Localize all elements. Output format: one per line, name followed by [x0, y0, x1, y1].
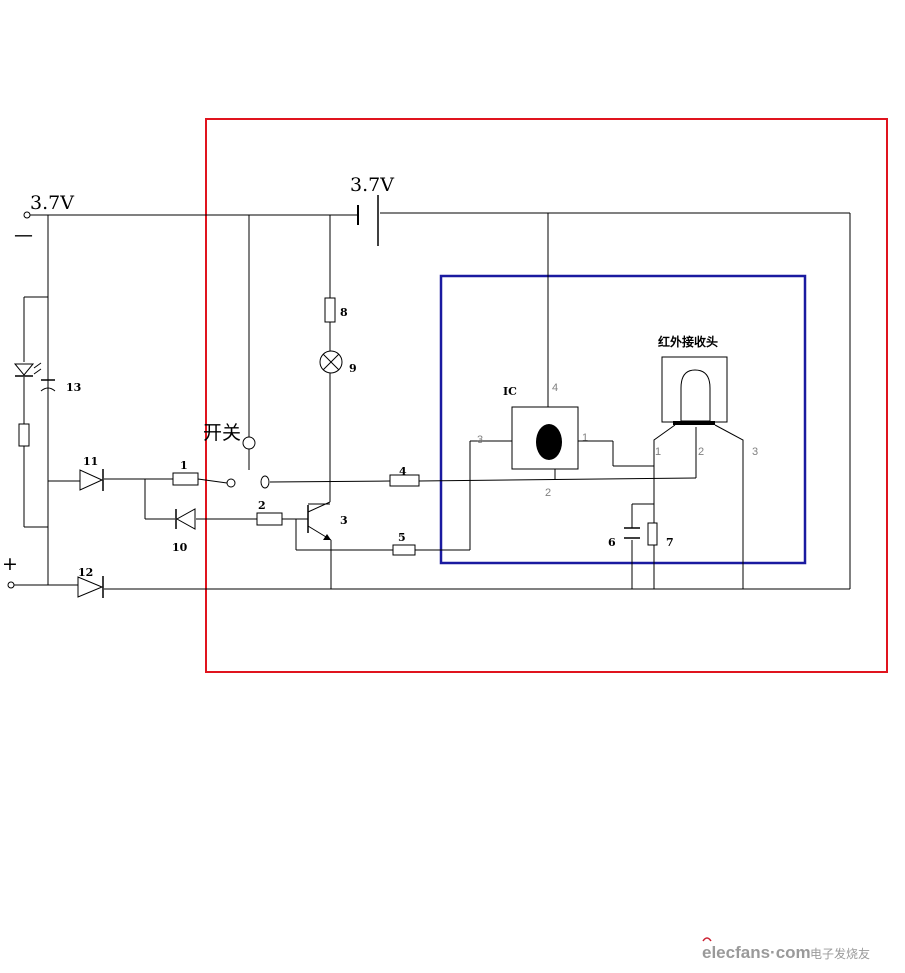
label-diode-11: 11: [83, 455, 98, 468]
minus-sign: —: [14, 224, 33, 246]
label-resistor-4: 4: [399, 465, 407, 478]
diode-11-wire: [48, 478, 228, 519]
ic-chip-blob: [536, 424, 562, 460]
diode-10: [175, 508, 196, 530]
capacitor-6: [624, 527, 640, 539]
label-diode-10: 10: [172, 541, 188, 554]
resistor-7: [647, 522, 658, 546]
resistor-1: [172, 472, 199, 486]
ic-pin-wires: [554, 440, 654, 479]
ic-pin-3: 3: [477, 434, 483, 446]
label-diode-12: 12: [78, 566, 93, 579]
label-resistor-7: 7: [666, 536, 674, 549]
switch-label: 开关: [203, 422, 241, 444]
label-resistor-2: 2: [258, 499, 266, 512]
ir-pin-2: 2: [698, 446, 704, 458]
switch-symbol[interactable]: [226, 436, 270, 489]
label-resistor-1: 1: [180, 459, 188, 472]
ir-receiver-base: [673, 421, 715, 425]
voltage-label-left: 3.7V: [30, 192, 74, 214]
transistor-3: [307, 501, 332, 589]
led-symbol: [13, 362, 42, 377]
bottom-rail-wire: [7, 581, 850, 590]
diode-12: [77, 576, 104, 598]
voltage-label-top: 3.7V: [350, 174, 394, 196]
ic-label: IC: [503, 385, 517, 398]
top-rail-wire: [23, 211, 851, 589]
outer-red-frame: [205, 118, 888, 673]
r5-wire: [295, 440, 512, 551]
ir-receiver-label: 红外接收头: [658, 334, 718, 349]
led-resistor: [18, 423, 30, 447]
label-lamp-9: 9: [349, 362, 357, 375]
diode-11: [79, 469, 104, 491]
plus-sign: +: [2, 553, 18, 575]
ic-pin-1: 1: [582, 432, 588, 444]
collector-wire: [308, 215, 331, 505]
ic-pin-2: 2: [545, 487, 551, 499]
label-capacitor-6: 6: [608, 536, 616, 549]
watermark-cn: 电子发烧友: [810, 946, 870, 961]
c6-r7-wires: [631, 503, 654, 589]
ir-receiver-dome: [680, 369, 711, 422]
ic-pin-4: 4: [552, 382, 558, 394]
resistor-4: [389, 474, 420, 487]
lamp-9: [319, 350, 343, 374]
ir-pin-1: 1: [655, 446, 661, 458]
label-capacitor-13: 13: [66, 381, 81, 394]
capacitor-13: [40, 379, 56, 392]
label-transistor-3: 3: [340, 514, 348, 527]
inner-blue-frame: [439, 274, 807, 565]
led-branch-wire: [23, 296, 48, 528]
resistor-2: [256, 512, 283, 526]
ir-pin-3: 3: [752, 446, 758, 458]
resistor-8: [324, 297, 336, 323]
watermark-brand: elecfans·com: [702, 943, 811, 962]
resistor-5: [392, 544, 416, 556]
label-resistor-8: 8: [340, 306, 348, 319]
watermark-logo: elecfans·com 电子发烧友: [702, 937, 870, 962]
battery-symbol: [357, 195, 379, 246]
label-resistor-5: 5: [398, 531, 406, 544]
